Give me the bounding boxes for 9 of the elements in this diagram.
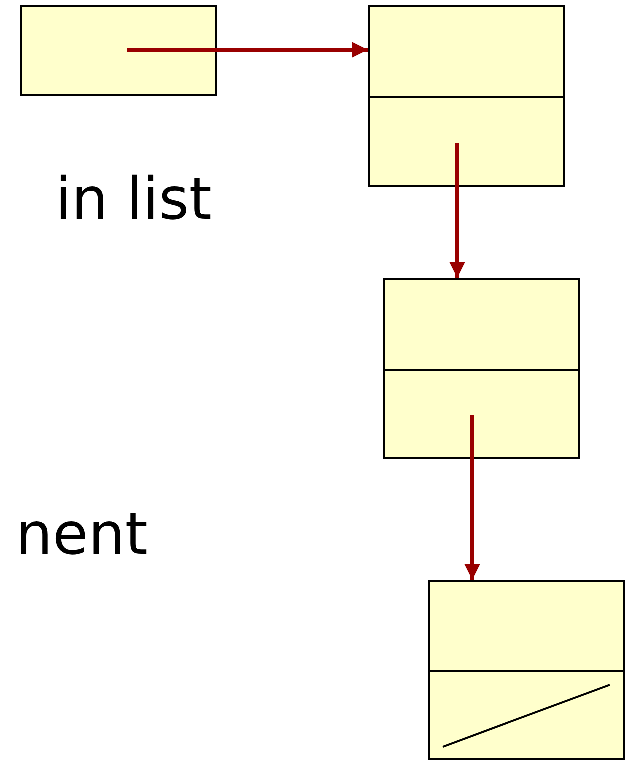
list-node-box bbox=[368, 5, 565, 187]
list-node-box bbox=[383, 278, 580, 459]
pointer-arrow bbox=[464, 416, 480, 580]
slide-text: in list bbox=[56, 170, 212, 228]
slide-text: nent bbox=[16, 505, 148, 563]
list-node-box bbox=[428, 580, 625, 760]
pointer-arrow bbox=[450, 143, 466, 278]
pointer-arrow bbox=[127, 42, 368, 58]
pointer-box bbox=[20, 5, 217, 96]
